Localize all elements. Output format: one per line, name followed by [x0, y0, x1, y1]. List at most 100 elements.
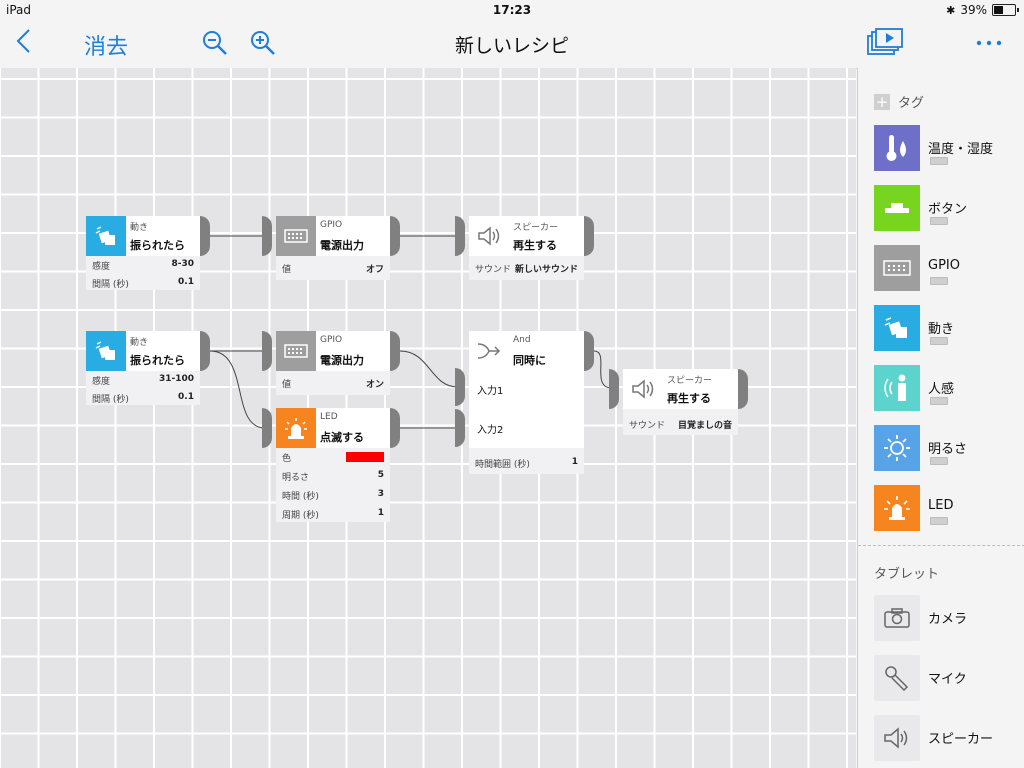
tags-header[interactable]: + タグ [874, 92, 924, 111]
input-port[interactable] [455, 216, 465, 256]
block-header: 動き 振られたら [86, 331, 200, 371]
block-params: 時間範囲 (秒)1 [469, 448, 584, 474]
param-row[interactable]: 間隔 (秒)0.1 [86, 389, 200, 407]
param-row[interactable]: 値オン [276, 374, 390, 392]
status-time: 17:23 [492, 3, 532, 17]
block-action: 電源出力 [320, 354, 364, 367]
param-key: サウンド [629, 421, 666, 431]
param-key: 時間 (秒) [282, 492, 319, 502]
param-row[interactable]: 感度 31-100 [86, 371, 200, 389]
motion-trigger-block[interactable]: 動き 振られたら 感度 31-100 間隔 (秒)0.1 [86, 331, 200, 405]
and-input-1: 入力1 [477, 386, 504, 397]
output-port[interactable] [584, 216, 594, 256]
palette-item-microphone[interactable]: マイク [874, 655, 1024, 707]
block-params: 値オン [276, 371, 390, 395]
param-row[interactable]: サウンド新しいサウンド [469, 259, 584, 277]
gpio-action-block[interactable]: GPIO 電源出力 値オフ [276, 216, 390, 280]
add-tag-icon[interactable]: + [874, 92, 890, 111]
and-merge-icon [469, 331, 509, 371]
input-port[interactable] [609, 369, 619, 409]
palette-item-brightness[interactable]: 明るさ [874, 425, 1024, 477]
output-port[interactable] [390, 331, 400, 371]
palette-item-gpio[interactable]: GPIO [874, 245, 1024, 297]
status-right: ✱ 39% [946, 3, 1019, 17]
microphone-icon [874, 655, 920, 701]
param-key: 間隔 (秒) [92, 395, 129, 405]
input-port[interactable] [262, 408, 272, 448]
input-port[interactable] [262, 216, 272, 256]
param-value: 31-100 [158, 374, 194, 384]
palette-item-led[interactable]: LED [874, 485, 1024, 537]
led-icon [874, 485, 920, 531]
more-icon [976, 40, 1002, 46]
speaker-action-block[interactable]: スピーカー 再生する サウンド新しいサウンド [469, 216, 584, 280]
block-action: 振られたら [130, 239, 185, 252]
param-row[interactable]: 値オフ [276, 259, 390, 277]
param-row[interactable]: サウンド 目覚ましの音 [623, 415, 738, 433]
block-category: GPIO [320, 220, 343, 230]
palette-item-label: GPIO [928, 258, 960, 273]
back-button[interactable] [14, 26, 34, 62]
block-params: サウンド新しいサウンド [469, 256, 584, 280]
param-row[interactable]: 時間範囲 (秒)1 [469, 454, 584, 472]
camera-icon [874, 595, 920, 641]
output-port[interactable] [200, 331, 210, 371]
zoom-out-button[interactable] [202, 30, 228, 56]
and-logic-block[interactable]: And 同時に 入力1 入力2 時間範囲 (秒)1 [469, 331, 584, 474]
output-port[interactable] [390, 216, 400, 256]
speaker-icon [623, 369, 663, 409]
output-port[interactable] [200, 216, 210, 256]
zoom-out-icon [203, 31, 227, 55]
palette-item-human-sensor[interactable]: 人感 [874, 365, 1024, 417]
palette-item-motion[interactable]: 動き [874, 305, 1024, 357]
more-button[interactable] [974, 26, 1004, 62]
block-category: 動き [130, 338, 149, 348]
present-button[interactable] [866, 28, 904, 58]
palette-item-camera[interactable]: カメラ [874, 595, 1024, 647]
param-value: 1 [571, 457, 578, 467]
zoom-in-button[interactable] [250, 30, 276, 56]
output-port[interactable] [738, 369, 748, 409]
output-port[interactable] [390, 408, 400, 448]
palette-item-temperature-humidity[interactable]: 温度・湿度 [874, 125, 1024, 177]
gpio-action-block[interactable]: GPIO 電源出力 値オン [276, 331, 390, 395]
brightness-icon [874, 425, 920, 471]
param-key: 感度 [92, 377, 111, 387]
block-header: LED 点滅する [276, 408, 390, 448]
wires [209, 235, 613, 429]
param-row[interactable]: 周期 (秒)1 [276, 505, 390, 523]
param-row[interactable]: 色 [276, 448, 390, 466]
presentation-icon [867, 28, 903, 55]
param-row[interactable]: 間隔 (秒)0.1 [86, 274, 200, 292]
color-swatch [346, 452, 384, 462]
clear-button[interactable]: 消去 [84, 35, 129, 60]
block-params: サウンド 目覚ましの音 [623, 409, 738, 435]
block-category: GPIO [320, 335, 343, 345]
wire [593, 350, 613, 389]
param-key: 明るさ [282, 473, 310, 483]
speaker-icon [469, 216, 509, 256]
input-port[interactable] [262, 331, 272, 371]
param-row[interactable]: 時間 (秒)3 [276, 486, 390, 504]
button-icon [874, 185, 920, 231]
device-name: iPad [6, 3, 32, 17]
param-key: 色 [282, 454, 292, 464]
input-port[interactable] [455, 409, 465, 447]
output-port[interactable] [584, 331, 594, 371]
param-value: 目覚ましの音 [677, 421, 732, 431]
input-port[interactable] [455, 368, 465, 406]
speaker-action-block[interactable]: スピーカー 再生する サウンド目覚ましの音 [623, 369, 738, 435]
palette-item-speaker[interactable]: スピーカー [874, 715, 1024, 767]
block-action: 電源出力 [320, 239, 364, 252]
block-header: GPIO 電源出力 [276, 331, 390, 371]
palette-item-label: カメラ [928, 612, 968, 627]
param-value: 8-30 [171, 259, 194, 269]
palette-sidebar: + タグ 温度・湿度 ボタン GPIO 動き 人感 [857, 68, 1024, 768]
palette-item-button[interactable]: ボタン [874, 185, 1024, 237]
status-bar: iPad 17:23 ✱ 39% [0, 0, 1024, 20]
